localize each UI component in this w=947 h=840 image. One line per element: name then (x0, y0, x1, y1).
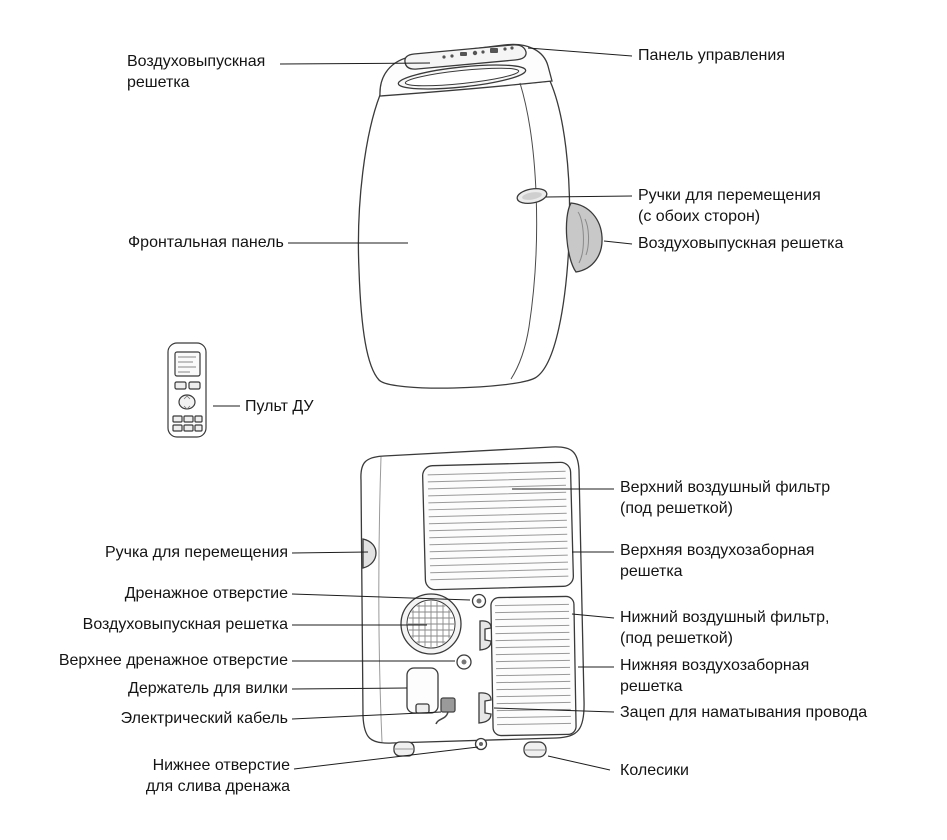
power-cable (435, 697, 456, 725)
label-remote-control: Пульт ДУ (245, 398, 314, 415)
label-front-air-outlet-grille: Воздуховыпускная решетка (127, 53, 266, 91)
control-panel-buttons (442, 46, 514, 59)
wheel-left (393, 741, 415, 757)
label-upper-air-filter: Верхний воздушный фильтр (под решеткой) (620, 479, 831, 517)
rear-handle (362, 538, 377, 569)
line-control-panel (527, 47, 633, 57)
line-handles (545, 195, 633, 198)
label-plug-holder: Держатель для вилки (127, 680, 288, 697)
remote-control-drawing (167, 342, 207, 438)
line-power-cable (291, 711, 442, 720)
drain-hole (471, 593, 487, 609)
side-handle (516, 187, 548, 205)
lower-intake-grille (490, 595, 577, 737)
remote-button (174, 381, 187, 390)
label-control-panel: Панель управления (638, 47, 785, 64)
wheel-right (523, 741, 547, 758)
remote-button (188, 381, 201, 390)
line-rear-handle (291, 551, 369, 554)
side-air-outlet-grille (565, 202, 603, 273)
callout-lines (213, 47, 633, 771)
remote-display (174, 351, 201, 377)
cord-hook-lower (478, 692, 492, 724)
line-side-air-outlet (603, 240, 633, 245)
line-front-air-outlet (279, 62, 431, 65)
remote-updown-pad (178, 394, 196, 410)
label-power-cable: Электрический кабель (120, 710, 288, 727)
line-plug-holder (291, 687, 408, 690)
cord-hook-upper (479, 620, 492, 651)
upper-drain-hole (456, 654, 472, 670)
line-bottom-drain (293, 746, 479, 770)
label-bottom-drain-hole: Нижнее отверстие для слива дренажа (145, 757, 290, 795)
label-handles: Ручки для перемещения (с обоих сторон) (638, 187, 821, 225)
bottom-drain-hole (474, 737, 488, 751)
label-wheels: Колесики (620, 762, 689, 779)
line-drain-hole (291, 593, 471, 601)
label-upper-intake-grille: Верхняя воздухозаборная решетка (620, 542, 815, 580)
line-cord-hook (493, 707, 615, 713)
rear-left-edge-line (378, 456, 383, 743)
label-side-air-outlet-grille: Воздуховыпускная решетка (638, 235, 844, 252)
remote-display-text (178, 356, 196, 373)
front-body (357, 80, 571, 389)
upper-intake-grille (422, 461, 574, 591)
label-lower-air-filter: Нижний воздушный фильтр, (под решеткой) (620, 609, 830, 647)
side-panel-divider (510, 82, 538, 380)
label-rear-air-outlet-grille: Воздуховыпускная решетка (82, 616, 288, 633)
remote-updown-arrows (183, 395, 191, 410)
plug-holder (406, 667, 439, 714)
line-wheels (547, 755, 611, 771)
rear-air-outlet-grille (400, 593, 462, 655)
label-lower-intake-grille: Нижняя воздухозаборная решетка (620, 657, 810, 695)
remote-bottom-buttons (172, 415, 203, 432)
top-air-outlet-oval (397, 64, 527, 90)
label-front-panel: Фронтальная панель (128, 234, 284, 251)
label-rear-handle: Ручка для перемещения (104, 544, 288, 561)
rear-unit-drawing (360, 446, 585, 758)
label-drain-hole: Дренажное отверстие (124, 585, 288, 602)
line-lower-filter (571, 613, 615, 619)
label-upper-drain-hole: Верхнее дренажное отверстие (58, 652, 288, 669)
front-unit-drawing (357, 43, 603, 389)
label-cord-hook: Зацеп для наматывания провода (620, 704, 868, 721)
